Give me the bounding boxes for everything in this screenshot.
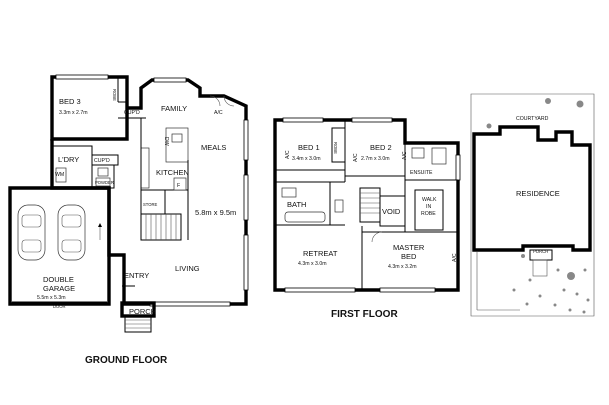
fridge-label: F [177, 183, 180, 189]
bed3-robe-label: ROBE [112, 89, 117, 101]
walk-in-robe-label-1: WALK [422, 197, 437, 203]
retreat-label: RETREAT [303, 249, 338, 258]
bed1-ac-label: A/C [285, 150, 291, 159]
bed3-walls [50, 75, 129, 141]
car-left-icon [17, 204, 46, 261]
bath-label: BATH [287, 200, 306, 209]
master-ac-label: A/C [452, 253, 458, 262]
walk-in-robe-label-3: ROBE [421, 211, 436, 217]
meals-label: MEALS [201, 143, 226, 152]
master-size-label: 4.3m x 3.2m [388, 264, 417, 270]
site-plan [470, 93, 595, 317]
garage-walls [8, 186, 111, 306]
first-floor-title: FIRST FLOOR [331, 309, 398, 320]
bed3-label: BED 3 [59, 97, 81, 106]
dishwasher-label: DW [163, 137, 169, 146]
laundry-cupd-label: CUP'D [94, 158, 110, 164]
bed3-cupd-label: CUP'D [124, 110, 140, 116]
ground-floor-title: GROUND FLOOR [85, 355, 168, 366]
family-label: FAMILY [161, 104, 187, 113]
site-boundary [470, 93, 595, 317]
laundry-label: L'DRY [58, 155, 79, 164]
master-bed-label: BED [401, 252, 417, 261]
ground-floor-plan [8, 74, 249, 333]
bed1-size-label: 3.4m x 3.0m [292, 156, 321, 162]
bathtub [284, 211, 326, 223]
living-label: LIVING [175, 264, 200, 273]
family-ac-label: A/C [214, 110, 223, 116]
site-porch-label: PORCH [533, 249, 548, 254]
bed2-ac-label: A/C [353, 153, 359, 162]
bed2-ac-right-label: A/C [402, 151, 408, 160]
master-label: MASTER [393, 243, 425, 252]
garage-size-label: 5.5m x 5.3m [37, 295, 66, 301]
walk-in-robe-label-2: IN [426, 204, 431, 210]
garage-label-line2: GARAGE [43, 284, 75, 293]
ensuite-label: ENSUITE [410, 170, 433, 176]
powder-label: POWDER [95, 180, 114, 185]
void-label: VOID [382, 207, 401, 216]
residence-label: RESIDENCE [516, 189, 560, 198]
garage-door-tag: DOOR [53, 304, 66, 309]
ground-stairs [140, 213, 182, 241]
garage-label-line1: DOUBLE [43, 275, 74, 284]
first-stairs [359, 187, 381, 223]
first-floor-plan [273, 117, 461, 293]
bed2-label: BED 2 [370, 143, 392, 152]
garden-trees [486, 98, 590, 314]
bed2-size-label: 2.7m x 3.0m [361, 156, 390, 162]
car-right-icon [57, 204, 86, 261]
bed1-label: BED 1 [298, 143, 320, 152]
store-label: STORE [143, 202, 158, 207]
washing-machine-label: WM [55, 172, 64, 178]
kitchen-label: KITCHEN [156, 168, 189, 177]
kitchen-island [165, 127, 189, 163]
residence-walls [472, 125, 592, 252]
entry-label: ENTRY [124, 271, 149, 280]
bed3-size-label: 3.3m x 2.7m [59, 110, 88, 116]
retreat-size-label: 4.3m x 3.0m [298, 261, 327, 267]
porch-steps [124, 315, 152, 333]
bed1-robe-label: ROBE [333, 142, 338, 154]
porch-label: PORCH [129, 307, 156, 316]
living-size-label: 5.8m x 9.5m [195, 208, 236, 217]
courtyard-label: COURTYARD [516, 116, 549, 122]
